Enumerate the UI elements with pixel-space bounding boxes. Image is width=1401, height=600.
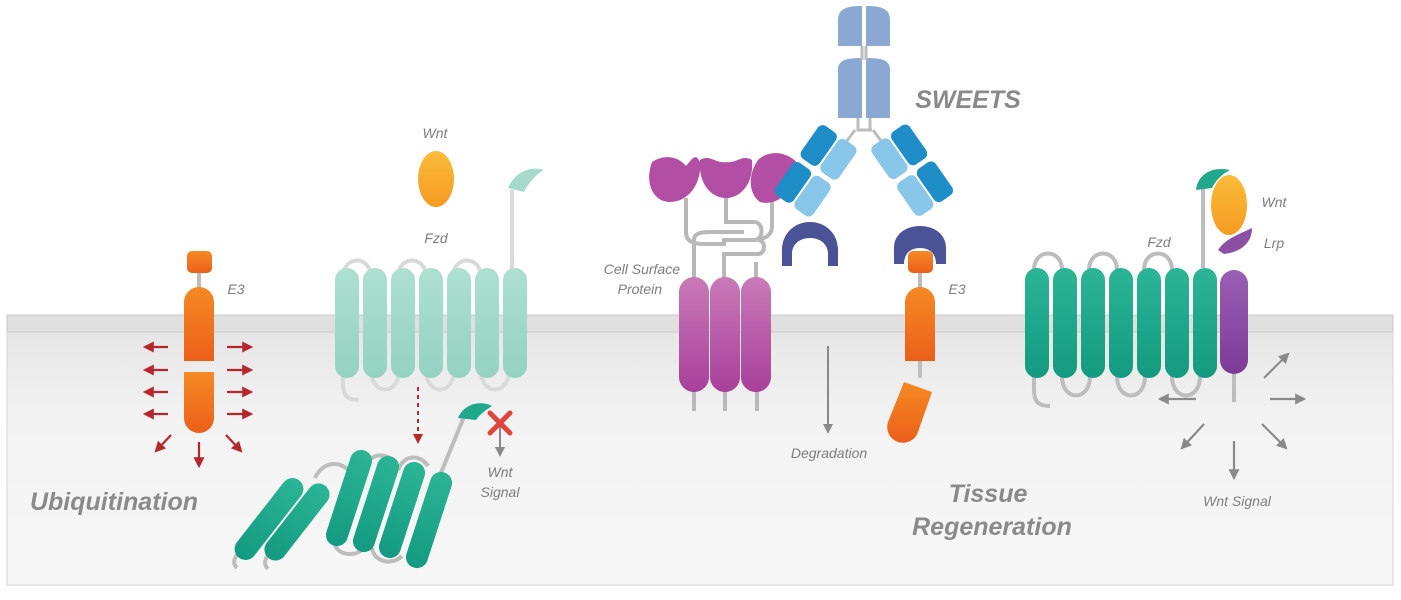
degradation-label: Degradation <box>791 445 867 461</box>
wnt-ligand-right <box>1211 175 1247 235</box>
tissue-label: Tissue <box>949 480 1028 508</box>
fzd-cap-left <box>508 168 544 192</box>
fzd-cap-internalized <box>458 403 492 420</box>
block-x-icon <box>487 410 513 436</box>
e3-ligase-left <box>184 251 214 433</box>
regeneration-label: Regeneration <box>912 513 1072 541</box>
wnt-signal-arrows-right <box>1157 352 1307 481</box>
e3-fragment <box>887 382 932 443</box>
wnt-signal-label-left-2: Signal <box>481 484 521 500</box>
fzd-receptor-right <box>1025 168 1230 408</box>
lrp-label-right: Lrp <box>1264 235 1284 251</box>
e3-label-center: E3 <box>948 281 965 297</box>
cell-surface-label-1: Cell Surface <box>604 261 680 277</box>
fzd-cap-right <box>1196 168 1230 190</box>
fzd-label-right: Fzd <box>1147 234 1172 250</box>
fzd-receptor-left <box>335 168 544 402</box>
protein-heads <box>649 153 800 203</box>
fzd-internalized <box>232 403 492 571</box>
wnt-label-left: Wnt <box>423 125 449 141</box>
binder-right <box>894 226 946 264</box>
sweets-antibody <box>774 6 954 266</box>
cell-surface-label-2: Protein <box>618 281 663 297</box>
wnt-signal-label-left-1: Wnt <box>488 464 514 480</box>
wnt-signal-label-right: Wnt Signal <box>1203 493 1272 509</box>
binder-left <box>782 222 838 266</box>
ubiquitination-label: Ubiquitination <box>30 488 198 516</box>
title-sweets: SWEETS <box>915 86 1021 114</box>
wnt-ligand-left <box>418 151 454 207</box>
cell-surface-protein <box>649 153 800 411</box>
wnt-label-right: Wnt <box>1262 194 1288 210</box>
e3-ligase-center <box>887 251 935 443</box>
ubiquitination-arrows <box>142 341 254 469</box>
lrp-coreceptor <box>1218 228 1252 402</box>
e3-label-left: E3 <box>227 281 244 297</box>
fzd-label-left: Fzd <box>424 230 449 246</box>
